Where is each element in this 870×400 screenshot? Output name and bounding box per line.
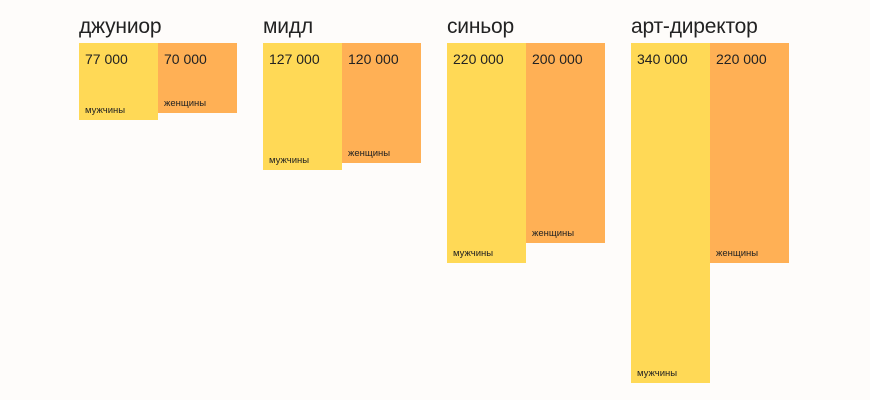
bar-women: 70 000 женщины (158, 43, 237, 113)
bar-men: 77 000 мужчины (79, 43, 158, 120)
bar-value-label: 127 000 (269, 51, 320, 67)
bar-value-label: 200 000 (532, 51, 583, 67)
category-label: джуниор (79, 15, 162, 38)
category-label: мидл (263, 15, 313, 38)
bar-men: 127 000 мужчины (263, 43, 342, 170)
category-label: синьор (447, 15, 514, 38)
bar-series-label: мужчины (637, 368, 678, 379)
bar-series-label: женщины (348, 148, 391, 159)
bar-men: 340 000 мужчины (631, 43, 710, 383)
bar-series-label: мужчины (85, 105, 126, 116)
bar-women: 200 000 женщины (526, 43, 605, 243)
category-label: арт-директор (631, 15, 758, 38)
bar-value-label: 70 000 (164, 51, 207, 67)
bar-value-label: 340 000 (637, 51, 688, 67)
bar-value-label: 220 000 (716, 51, 767, 67)
bar-series-label: женщины (716, 248, 759, 259)
bar-women: 120 000 женщины (342, 43, 421, 163)
bar-value-label: 77 000 (85, 51, 128, 67)
bar-men: 220 000 мужчины (447, 43, 526, 263)
bar-series-label: мужчины (269, 155, 310, 166)
bar-series-label: женщины (164, 98, 207, 109)
bar-value-label: 220 000 (453, 51, 504, 67)
bar-value-label: 120 000 (348, 51, 399, 67)
bar-series-label: мужчины (453, 248, 494, 259)
bar-women: 220 000 женщины (710, 43, 789, 263)
bar-series-label: женщины (532, 228, 575, 239)
